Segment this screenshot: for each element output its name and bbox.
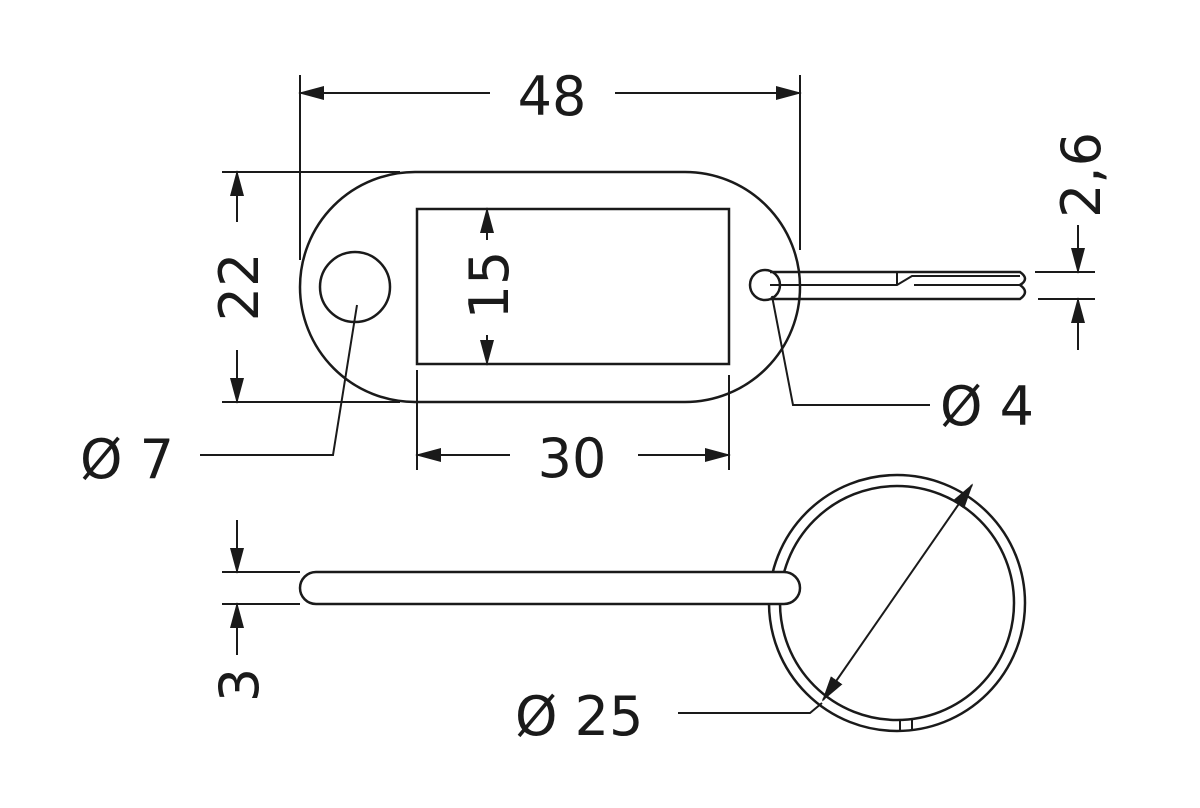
dim-15: 15 bbox=[458, 207, 521, 366]
dim-22-label: 22 bbox=[208, 253, 271, 322]
dim-3-label: 3 bbox=[208, 668, 271, 702]
dim-22: 22 bbox=[208, 170, 400, 404]
dim-48: 48 bbox=[298, 65, 802, 260]
dim-3: 3 bbox=[208, 520, 300, 702]
dim-2-6: 2,6 bbox=[1035, 132, 1113, 350]
split-ring-side bbox=[748, 268, 1027, 302]
dim-ring-25-label: Ø 25 bbox=[515, 685, 643, 748]
dim-30: 30 bbox=[415, 370, 731, 490]
key-tag-side-view bbox=[298, 473, 1027, 733]
dim-2-6-label: 2,6 bbox=[1050, 132, 1113, 218]
dim-ring-25: Ø 25 bbox=[515, 483, 974, 748]
key-tag-outline bbox=[298, 170, 802, 404]
dim-15-label: 15 bbox=[458, 251, 521, 320]
dim-hole-7-label: Ø 7 bbox=[80, 428, 174, 491]
dim-30-label: 30 bbox=[538, 427, 607, 490]
dim-ring-hole-4-label: Ø 4 bbox=[940, 375, 1034, 438]
dim-ring-hole-4: Ø 4 bbox=[771, 295, 1034, 438]
dim-hole-7: Ø 7 bbox=[80, 304, 358, 491]
label-window bbox=[415, 207, 731, 366]
dim-48-label: 48 bbox=[518, 65, 587, 128]
